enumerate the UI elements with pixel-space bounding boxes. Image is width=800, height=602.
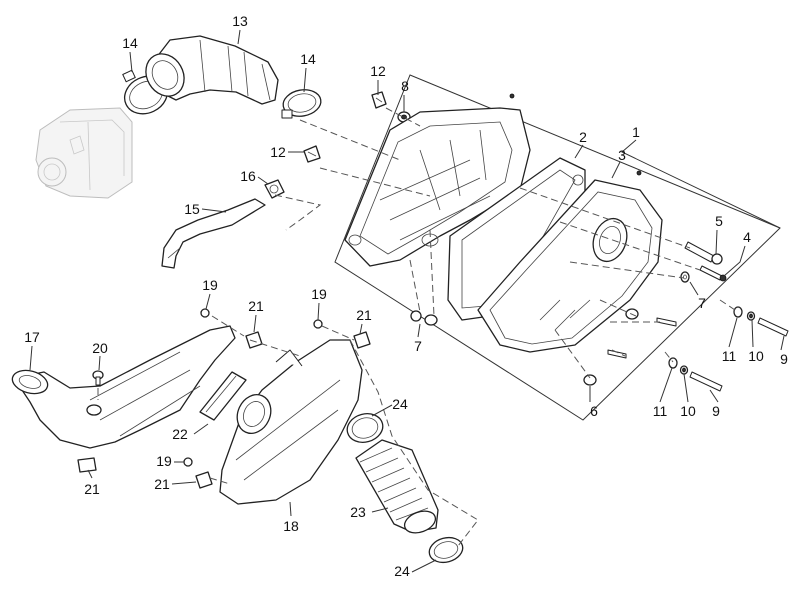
- callout-5: 5: [715, 213, 723, 229]
- screw-20: [92, 370, 104, 386]
- screw-4: [699, 265, 727, 282]
- washer-7-left: [410, 310, 438, 326]
- clip-21-lower-left: [77, 457, 97, 473]
- bellows-hose: [355, 439, 439, 534]
- callout-24-lower: 24: [394, 563, 410, 579]
- clip-12-upper: [371, 91, 387, 109]
- clip-21-mid-right: [353, 331, 371, 349]
- callout-8: 8: [401, 78, 409, 94]
- callout-22: 22: [172, 426, 188, 442]
- callout-21-mid-left: 21: [248, 298, 264, 314]
- callout-9-upper: 9: [780, 351, 788, 367]
- callout-24-upper: 24: [392, 396, 408, 412]
- callout-4: 4: [743, 229, 751, 245]
- callout-6: 6: [590, 403, 598, 419]
- bolt-6: [583, 349, 627, 386]
- bolt-9-upper: [757, 317, 789, 337]
- callout-19-mid: 19: [311, 286, 327, 302]
- assembly-frame: [334, 74, 781, 421]
- washer-11-upper: [733, 306, 743, 318]
- washer-10-upper: [746, 311, 756, 321]
- callout-14-upper: 14: [122, 35, 138, 51]
- callout-1: 1: [632, 124, 640, 140]
- callout-14-right: 14: [300, 51, 316, 67]
- callout-18: 18: [283, 518, 299, 534]
- throttle-body-reference: [35, 107, 133, 199]
- callout-10-upper: 10: [748, 348, 764, 364]
- callout-9-lower: 9: [712, 403, 720, 419]
- clip-21-mid-left: [245, 331, 263, 349]
- hose-clamp-24-lower: [428, 536, 464, 564]
- seal-strip: [199, 371, 247, 421]
- callout-11-lower: 11: [653, 403, 668, 419]
- clip-12-lower: [303, 145, 321, 163]
- drain-hose-15: [161, 198, 266, 269]
- screw-19-b: [313, 319, 323, 329]
- bolt-cover-right: [625, 308, 677, 327]
- clip-21-lower-center: [195, 471, 213, 489]
- callout-19-lower: 19: [156, 453, 172, 469]
- callout-15: 15: [184, 201, 200, 217]
- callout-2: 2: [579, 129, 587, 145]
- callout-3: 3: [618, 147, 626, 163]
- callout-12-upper: 12: [370, 63, 386, 79]
- callout-13: 13: [232, 13, 248, 29]
- alignment-lines: [97, 107, 739, 547]
- leader-lines: [29, 29, 785, 573]
- callout-7-left: 7: [414, 338, 422, 354]
- hose-clamp-24-upper: [346, 413, 384, 443]
- intake-housing-lower: [219, 339, 363, 505]
- callout-20: 20: [92, 340, 108, 356]
- washer-10-lower: [679, 365, 689, 375]
- callout-7-right: 7: [698, 295, 706, 311]
- hose-clamp-right: [281, 89, 322, 119]
- intake-duct-elbow: [145, 35, 279, 105]
- screw-19-c: [183, 457, 193, 467]
- callout-21-lower-left: 21: [84, 481, 100, 497]
- callout-21-mid-right: 21: [356, 307, 372, 323]
- intake-snorkel: [11, 325, 236, 449]
- callout-17: 17: [24, 329, 40, 345]
- callout-21-lower-center: 21: [154, 476, 170, 492]
- filter-cover: [477, 170, 663, 353]
- callout-19-left: 19: [202, 277, 218, 293]
- screw-19-a: [200, 308, 210, 318]
- callout-23: 23: [350, 504, 366, 520]
- callout-11-upper: 11: [722, 348, 737, 364]
- bolt-9-lower: [689, 371, 723, 392]
- callout-12-lower: 12: [270, 144, 286, 160]
- callout-16: 16: [240, 168, 256, 184]
- callout-labels: 14 13 14 12 8 12 16 15 1 2 3 5 4 7 6 7 1…: [24, 13, 788, 579]
- air-filter-housing-half: [344, 93, 531, 267]
- screw-5: [684, 241, 723, 265]
- washer-7-right: [680, 271, 690, 283]
- hose-clip-16: [264, 179, 285, 199]
- washer-11-lower: [668, 357, 678, 369]
- callout-10-lower: 10: [680, 403, 696, 419]
